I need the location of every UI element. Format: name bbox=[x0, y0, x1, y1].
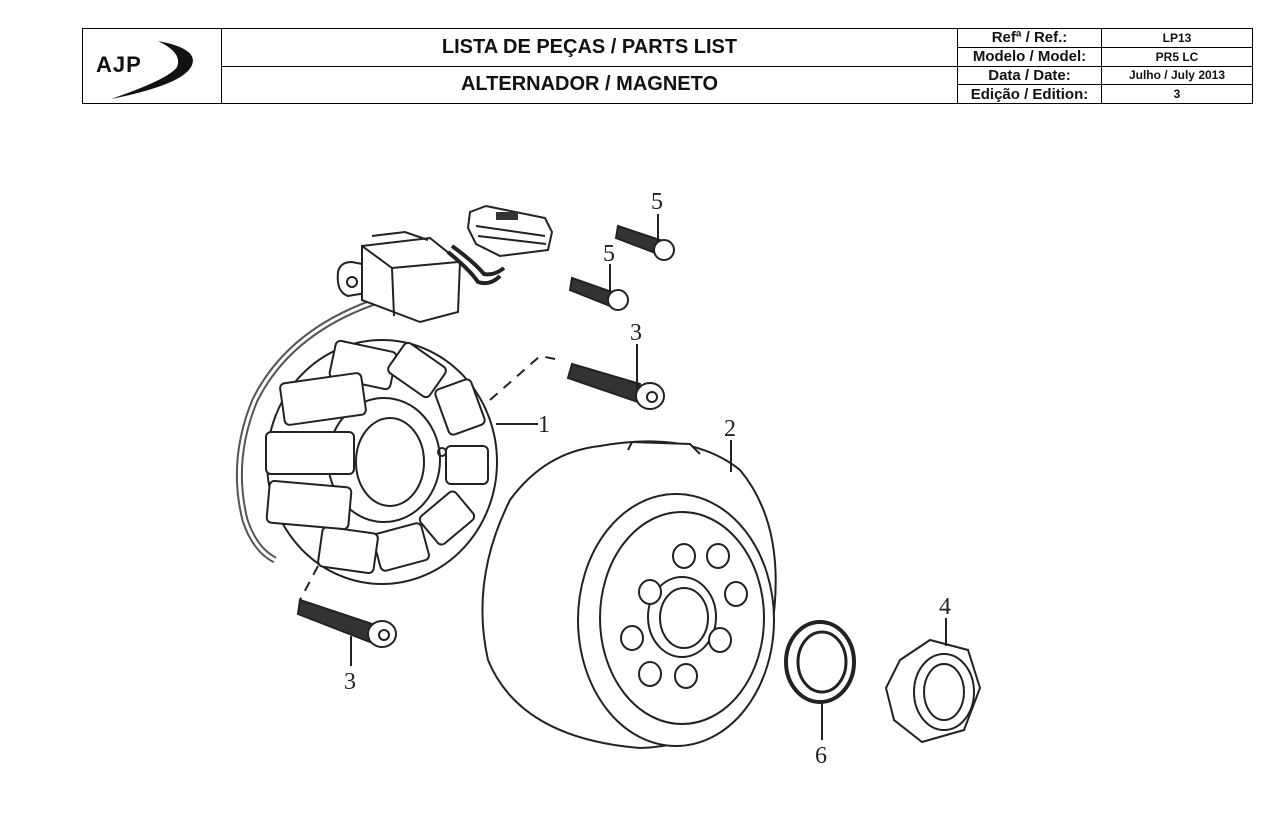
callout-bolt-long-lower: 3 bbox=[344, 669, 356, 695]
logo-text: AJP bbox=[96, 52, 142, 77]
stator-part bbox=[235, 204, 561, 601]
nut-part bbox=[884, 638, 982, 744]
edition-value: 3 bbox=[1173, 87, 1181, 102]
edition-row: Edição / Edition: 3 bbox=[958, 84, 1252, 103]
logo-cell: AJP bbox=[83, 29, 222, 103]
bolt-long-upper bbox=[566, 362, 665, 410]
ref-value: LP13 bbox=[1162, 30, 1192, 45]
document-title: LISTA DE PEÇAS / PARTS LIST bbox=[441, 35, 738, 58]
edition-label: Edição / Edition: bbox=[958, 85, 1102, 103]
ref-label: Refª / Ref.: bbox=[958, 29, 1102, 47]
reference-table: Refª / Ref.: LP13 Modelo / Model: PR5 LC… bbox=[958, 29, 1252, 103]
model-label: Modelo / Model: bbox=[958, 47, 1102, 66]
callout-bolt-short-lower: 5 bbox=[603, 241, 615, 267]
callout-bolt-long-upper: 3 bbox=[630, 320, 642, 346]
bolt-long-lower bbox=[296, 598, 397, 648]
ajp-logo-swoosh bbox=[111, 41, 193, 99]
bolt-short-lower bbox=[568, 276, 629, 311]
bolt-short-upper bbox=[614, 224, 675, 261]
callout-washer: 6 bbox=[815, 743, 827, 769]
document-subtitle: ALTERNADOR / MAGNETO bbox=[222, 65, 957, 104]
date-row: Data / Date: Julho / July 2013 bbox=[958, 65, 1252, 85]
model-row: Modelo / Model: PR5 LC bbox=[958, 46, 1252, 66]
title-cell: LISTA DE PEÇAS / PARTS LIST ALTERNADOR /… bbox=[222, 29, 958, 103]
date-label: Data / Date: bbox=[958, 66, 1102, 85]
washer-part bbox=[784, 620, 856, 704]
callout-flywheel: 2 bbox=[724, 416, 736, 442]
callout-nut: 4 bbox=[939, 594, 951, 620]
callout-bolt-short-upper: 5 bbox=[651, 189, 663, 215]
ref-row: Refª / Ref.: LP13 bbox=[958, 29, 1252, 47]
flywheel-part bbox=[481, 440, 777, 750]
title-block: AJP LISTA DE PEÇAS / PARTS LIST ALTERNAD… bbox=[82, 28, 1253, 104]
model-value: PR5 LC bbox=[1155, 49, 1199, 64]
date-value: Julho / July 2013 bbox=[1128, 68, 1226, 83]
callout-stator: 1 bbox=[538, 412, 550, 438]
